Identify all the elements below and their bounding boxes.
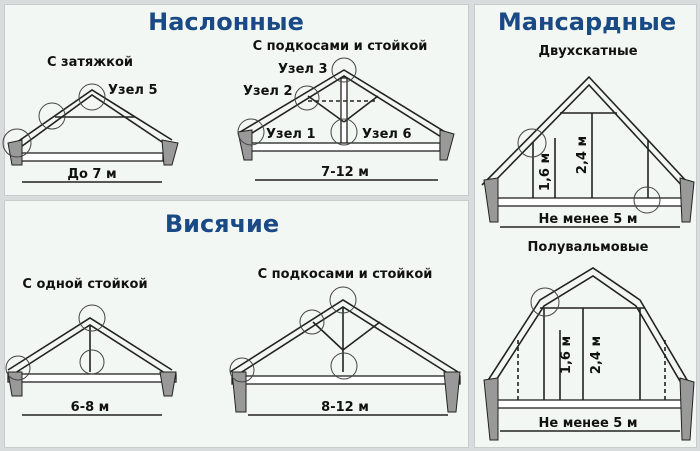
height-gable-2-4: 2,4 м [575, 136, 590, 174]
caption-with-tie: С затяжкой [47, 55, 133, 70]
caption-with-struts: С подкосами и стойкой [253, 39, 428, 54]
span-with-tie: До 7 м [67, 167, 116, 182]
caption-one-post: С одной стойкой [22, 277, 147, 292]
node-2-label: Узел 2 [243, 84, 293, 99]
mansard-half-hip: Полувальмовые 1,6 м 2,4 м Не менее 5 м [483, 240, 695, 441]
span-struts-post: 8-12 м [321, 400, 369, 415]
span-half-hip: Не менее 5 м [538, 416, 637, 431]
node-3-label: Узел 3 [278, 62, 328, 77]
caption-half-hip: Полувальмовые [528, 240, 649, 255]
caption-gable: Двухскатные [538, 44, 637, 59]
panel-mansard [474, 4, 697, 448]
title-layered: Наслонные [148, 8, 304, 36]
truss-struts-post: С подкосами и стойкой 8-12 м [229, 267, 461, 416]
title-hanging: Висячие [165, 210, 279, 238]
title-mansard: Мансардные [498, 8, 676, 36]
truss-with-tie: С затяжкой Узел 5 До 7 м [2, 55, 179, 183]
span-gable: Не менее 5 м [538, 212, 637, 227]
mansard-gable: Двухскатные 1,6 м 2,4 м Не менее 5 м [481, 44, 695, 228]
node-6-label: Узел 6 [362, 127, 412, 142]
height-halfhip-2-4: 2,4 м [589, 336, 604, 374]
truss-one-post: С одной стойкой 6-8 м [5, 277, 177, 416]
span-one-post: 6-8 м [71, 400, 110, 415]
node-5-label: Узел 5 [108, 83, 158, 98]
span-with-struts: 7-12 м [321, 165, 369, 180]
height-gable-1-6: 1,6 м [538, 153, 553, 191]
node-1-label: Узел 1 [266, 127, 316, 142]
caption-struts-post: С подкосами и стойкой [258, 267, 433, 282]
height-halfhip-1-6: 1,6 м [559, 336, 574, 374]
truss-with-struts: С подкосами и стойкой Узел 3 Узел 2 Узел… [237, 39, 455, 181]
